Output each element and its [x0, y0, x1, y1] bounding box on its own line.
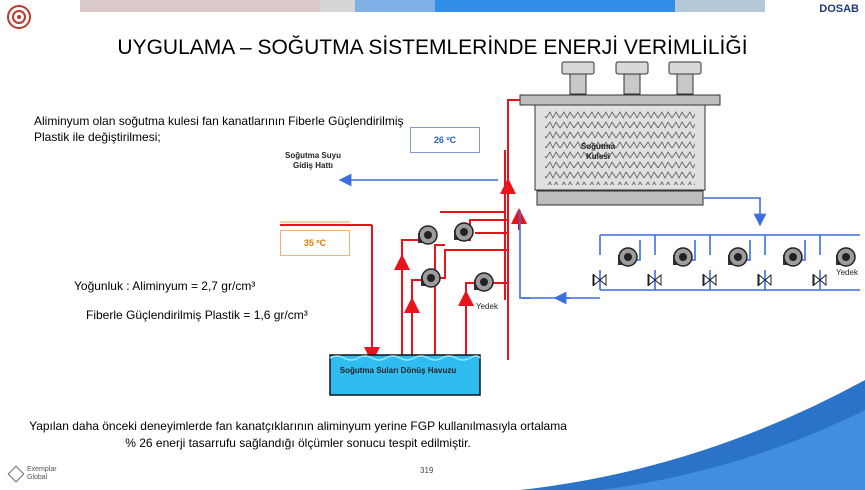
description-text: Aliminyum olan soğutma kulesi fan kanatl… — [34, 114, 404, 144]
footer-logo-subtext: Global — [27, 474, 48, 481]
pool-label: Soğutma Suları Dönüş Havuzu — [339, 366, 457, 375]
supply-temperature-box: 26 ºC — [410, 127, 480, 153]
dosab-logo: DOSAB — [819, 3, 859, 15]
spare-pump-label-left: Yedek — [476, 302, 498, 311]
density-aluminum: Yoğunluk : Aliminyum = 2,7 gr/cm³ — [74, 279, 256, 293]
page-title: UYGULAMA – SOĞUTMA SİSTEMLERİNDE ENERJİ … — [117, 36, 748, 59]
ministry-logo — [6, 4, 32, 30]
exemplar-diamond-icon — [7, 465, 25, 483]
tower-label: Soğutma Kulesi — [580, 142, 616, 161]
header-color-bar — [80, 0, 765, 12]
conclusion-text: Yapılan daha önceki deneyimlerde fan kan… — [29, 419, 567, 450]
return-temperature-box: 35 ºC — [280, 230, 350, 256]
brand-name: DOSAB — [819, 3, 859, 15]
page-number: 319 — [420, 466, 434, 475]
footer-logo-text: Exemplar — [27, 466, 57, 473]
hot-return-piping — [280, 99, 520, 363]
cooling-tower — [519, 61, 721, 206]
valves — [592, 273, 827, 287]
return-pool — [329, 354, 481, 396]
corner-decoration — [520, 380, 865, 490]
supply-line-label: Soğutma Suyu Gidiş Hattı — [284, 151, 341, 170]
left-pumps — [418, 222, 494, 292]
spare-pump-label-right: Yedek — [836, 268, 858, 277]
density-fiber: Fiberle Güçlendirilmiş Plastik = 1,6 gr/… — [86, 308, 308, 322]
right-pumps — [618, 247, 856, 267]
